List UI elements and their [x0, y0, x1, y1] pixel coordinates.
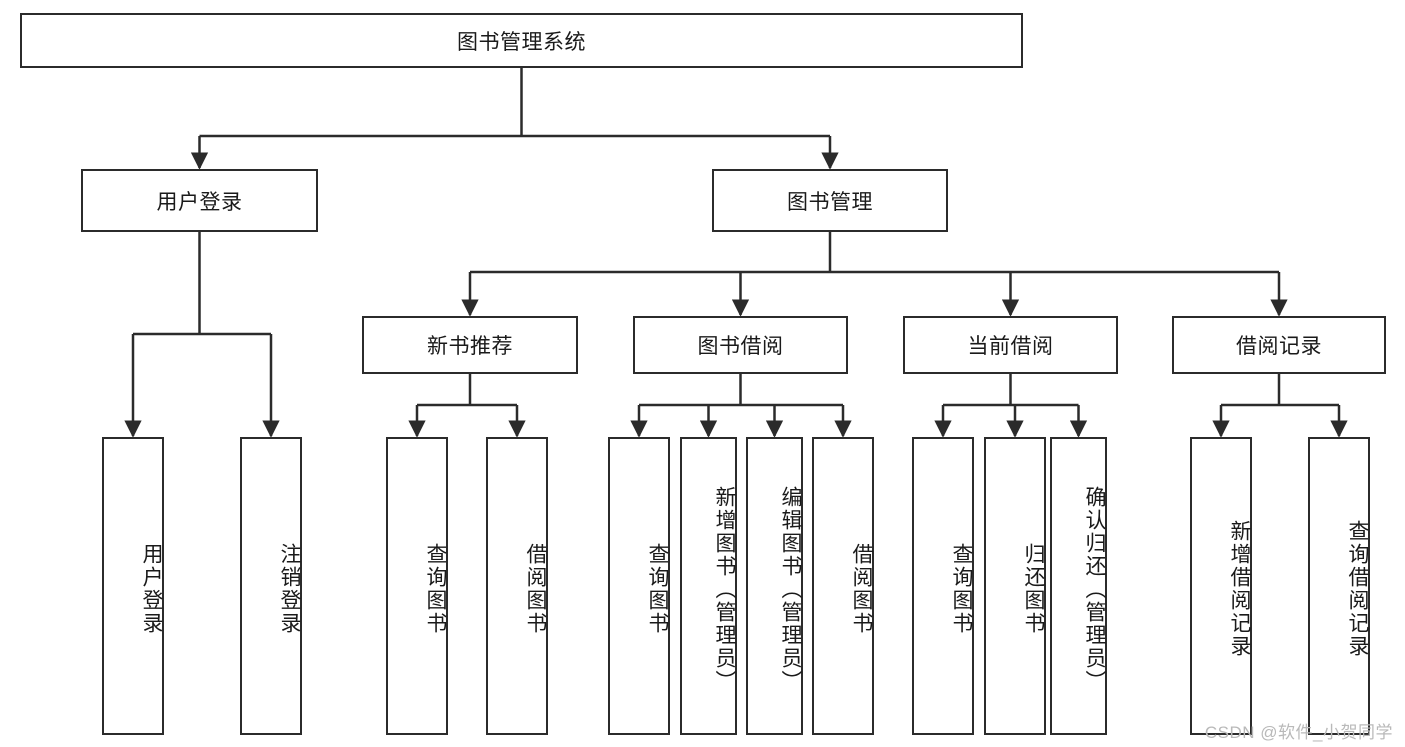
leaf-query-book-recommend[interactable]: 查询图书: [386, 437, 448, 735]
leaf-query-book-recommend-label: 查询图书: [424, 543, 447, 635]
leaf-confirm-return-admin-label: 确认归还（管理员）: [1083, 485, 1106, 693]
leaf-user-login[interactable]: 用户登录: [102, 437, 164, 735]
node-root[interactable]: 图书管理系统: [20, 13, 1023, 68]
leaf-query-borrow-record-label: 查询借阅记录: [1346, 520, 1369, 658]
leaf-borrow-book[interactable]: 借阅图书: [812, 437, 874, 735]
leaf-borrow-book-label: 借阅图书: [850, 543, 873, 635]
leaf-add-book-admin-label: 新增图书（管理员）: [713, 485, 736, 693]
leaf-query-book[interactable]: 查询图书: [608, 437, 670, 735]
node-book-borrow-label: 图书借阅: [697, 335, 784, 358]
leaf-borrow-book-recommend[interactable]: 借阅图书: [486, 437, 548, 735]
node-current-borrow[interactable]: 当前借阅: [903, 316, 1118, 374]
node-user-login-group[interactable]: 用户登录: [81, 169, 318, 232]
node-current-borrow-label: 当前借阅: [967, 335, 1054, 358]
leaf-return-book[interactable]: 归还图书: [984, 437, 1046, 735]
leaf-query-book-current[interactable]: 查询图书: [912, 437, 974, 735]
leaf-query-book-current-label: 查询图书: [950, 543, 973, 635]
leaf-query-borrow-record[interactable]: 查询借阅记录: [1308, 437, 1370, 735]
leaf-return-book-label: 归还图书: [1022, 543, 1045, 635]
leaf-logout[interactable]: 注销登录: [240, 437, 302, 735]
leaf-edit-book-admin[interactable]: 编辑图书（管理员）: [746, 437, 803, 735]
leaf-edit-book-admin-label: 编辑图书（管理员）: [779, 485, 802, 693]
leaf-confirm-return-admin[interactable]: 确认归还（管理员）: [1050, 437, 1107, 735]
leaf-add-borrow-record-label: 新增借阅记录: [1228, 520, 1251, 658]
node-user-login-group-label: 用户登录: [156, 190, 243, 214]
leaf-add-book-admin[interactable]: 新增图书（管理员）: [680, 437, 737, 735]
leaf-add-borrow-record[interactable]: 新增借阅记录: [1190, 437, 1252, 735]
node-borrow-record-label: 借阅记录: [1236, 335, 1322, 358]
csdn-watermark: CSDN @软件_小贺同学: [1204, 723, 1393, 742]
node-borrow-record[interactable]: 借阅记录: [1172, 316, 1386, 374]
leaf-borrow-book-recommend-label: 借阅图书: [524, 543, 547, 635]
node-book-management-group[interactable]: 图书管理: [712, 169, 948, 232]
node-book-management-group-label: 图书管理: [787, 190, 873, 214]
node-new-book-recommend-label: 新书推荐: [427, 335, 513, 358]
node-root-label: 图书管理系统: [457, 30, 586, 54]
leaf-user-login-label: 用户登录: [140, 543, 163, 635]
leaf-query-book-label: 查询图书: [646, 543, 669, 635]
node-new-book-recommend[interactable]: 新书推荐: [362, 316, 578, 374]
leaf-logout-label: 注销登录: [278, 543, 301, 635]
node-book-borrow[interactable]: 图书借阅: [633, 316, 848, 374]
